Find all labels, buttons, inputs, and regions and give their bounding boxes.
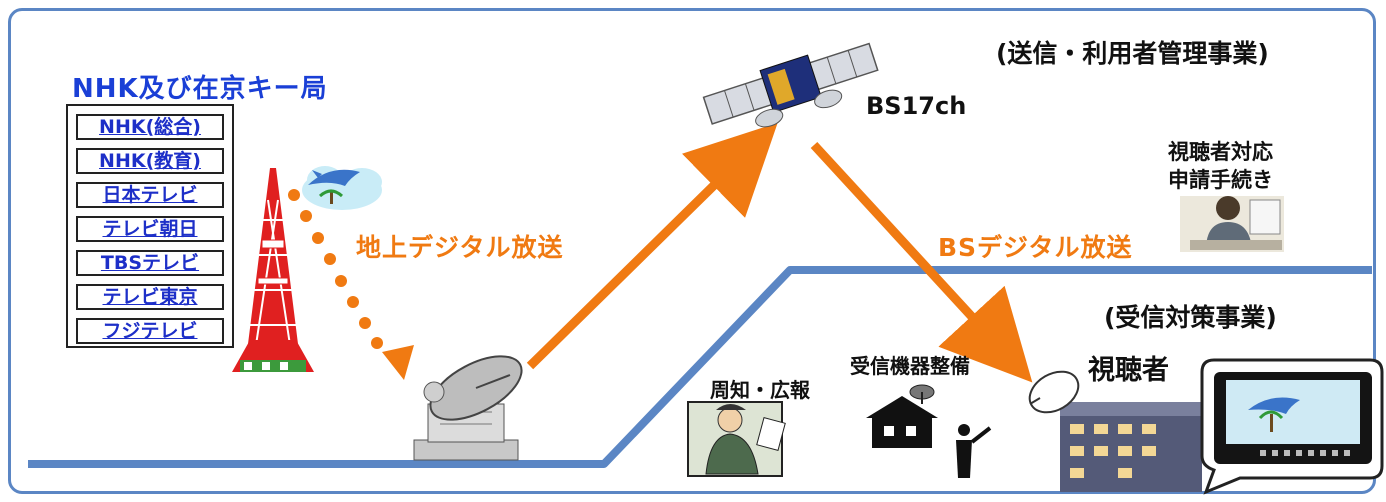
transmission-business-label: (送信・利用者管理事業)	[996, 39, 1269, 68]
channel-list: NHK(総合) NHK(教育) 日本テレビ テレビ朝日 TBSテレビ テレビ東京…	[66, 104, 234, 348]
channel-item: 日本テレビ	[76, 182, 224, 208]
house-antenna-icon	[866, 384, 992, 478]
dish-antenna-icon	[413, 355, 523, 461]
publicity-label: 周知・広報	[710, 378, 810, 402]
reception-business-label: (受信対策事業)	[1104, 303, 1277, 332]
terrestrial-label: 地上デジタル放送	[356, 233, 564, 262]
broadcasters-title: NHK及び在京キー局	[72, 74, 328, 104]
satellite-icon	[702, 42, 879, 128]
uplink-arrow	[526, 122, 778, 370]
equipment-label: 受信機器整備	[850, 354, 970, 378]
terrestrial-signal-dots	[288, 189, 414, 380]
dolphin-icon	[302, 166, 382, 210]
support-label-line2: 申請手続き	[1168, 168, 1273, 192]
channel-item: テレビ東京	[76, 284, 224, 310]
operator-icon	[1180, 196, 1284, 252]
messenger-icon	[687, 401, 786, 477]
terrestrial-arrowhead	[382, 345, 414, 380]
channel-item: フジテレビ	[76, 318, 224, 344]
channel-item: NHK(総合)	[76, 114, 224, 140]
support-label-line1: 視聴者対応	[1168, 140, 1273, 164]
downlink-arrow	[810, 141, 1033, 383]
tokyo-tower-icon	[232, 168, 314, 372]
diagram-frame	[8, 8, 1376, 494]
viewers-label: 視聴者	[1088, 355, 1169, 386]
channel-item: テレビ朝日	[76, 216, 224, 242]
ground-line	[28, 266, 1372, 468]
bs-digital-label: BSデジタル放送	[938, 233, 1133, 262]
channel-item: TBSテレビ	[76, 250, 224, 276]
tv-icon	[1200, 358, 1384, 495]
apartment-icon	[1028, 370, 1202, 492]
satellite-channel-label: BS17ch	[866, 92, 967, 120]
channel-item: NHK(教育)	[76, 148, 224, 174]
